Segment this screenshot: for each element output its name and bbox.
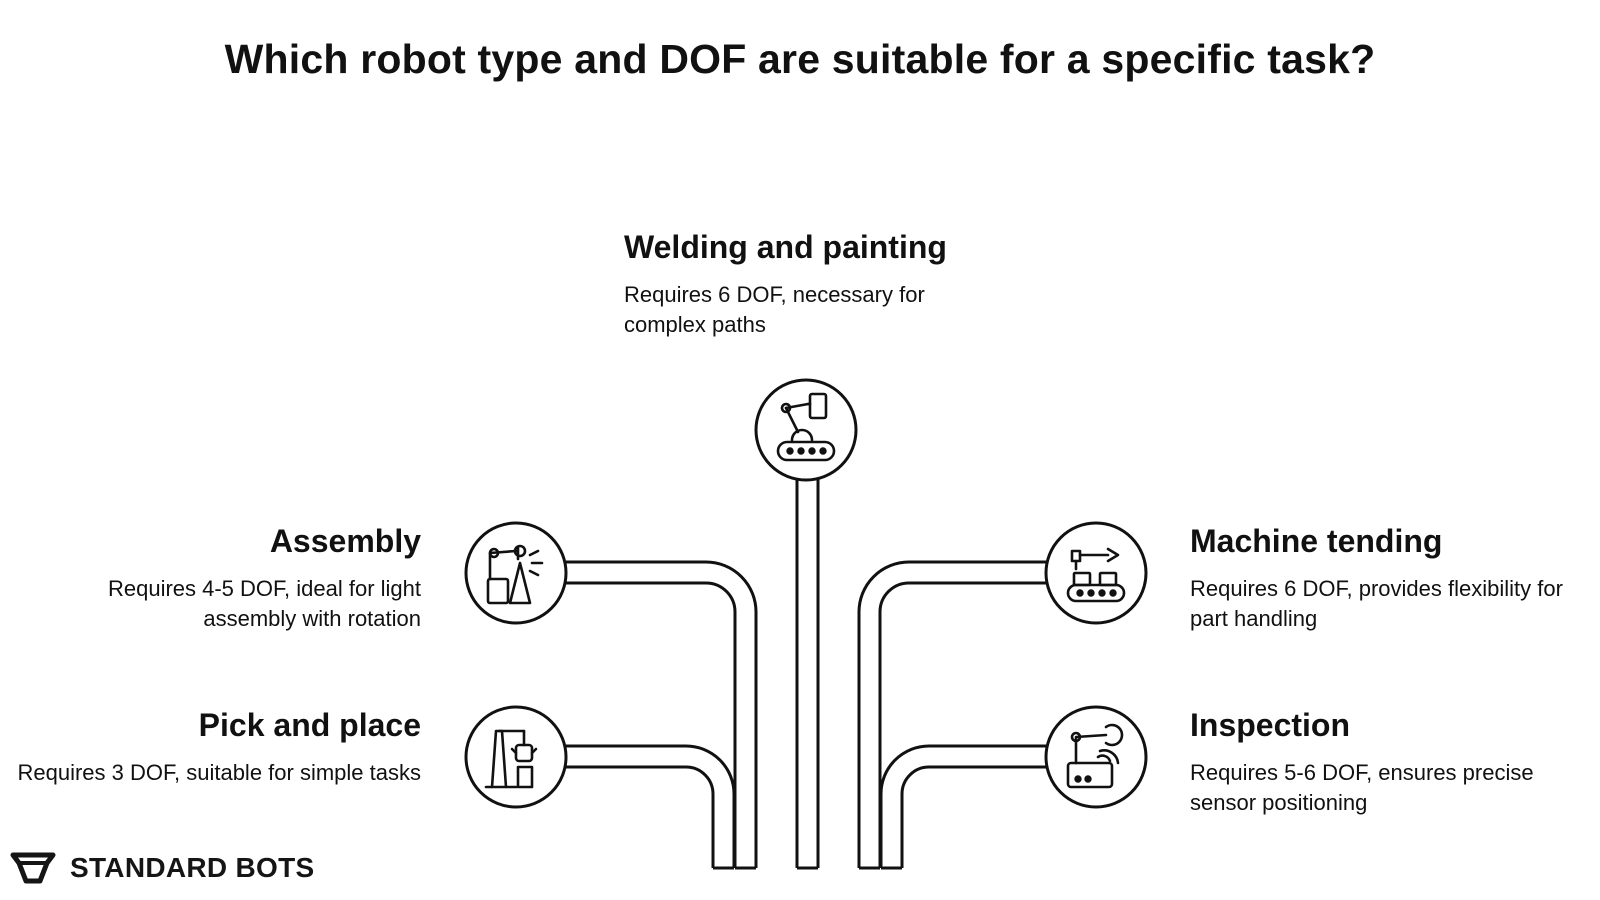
connector-inspection bbox=[879, 744, 1046, 870]
connector-pick-place bbox=[566, 744, 736, 870]
task-description: Requires 4-5 DOF, ideal for light assemb… bbox=[107, 576, 421, 631]
machine-tending-icon bbox=[1044, 521, 1148, 625]
task-heading: Assembly bbox=[269, 523, 421, 559]
task-assembly: Assembly Requires 4-5 DOF, ideal for lig… bbox=[40, 522, 421, 634]
task-description: Requires 6 DOF, necessary for complex pa… bbox=[624, 282, 925, 337]
task-welding-painting: Welding and painting Requires 6 DOF, nec… bbox=[624, 228, 1004, 340]
connector-machine-tending bbox=[857, 560, 1046, 870]
task-heading: Pick and place bbox=[198, 707, 421, 743]
task-machine-tending: Machine tending Requires 6 DOF, provides… bbox=[1190, 522, 1590, 634]
task-heading: Welding and painting bbox=[624, 229, 947, 265]
task-heading: Machine tending bbox=[1190, 523, 1443, 559]
pick-place-robot-icon bbox=[464, 705, 568, 809]
task-description: Requires 3 DOF, suitable for simple task… bbox=[17, 760, 422, 785]
brand-logo: STANDARD BOTS bbox=[10, 850, 314, 886]
welding-robot-icon bbox=[754, 378, 858, 482]
page-title: Which robot type and DOF are suitable fo… bbox=[224, 36, 1376, 82]
task-description: Requires 5-6 DOF, ensures precise sensor… bbox=[1190, 760, 1534, 815]
task-pick-place: Pick and place Requires 3 DOF, suitable … bbox=[10, 706, 422, 788]
standard-bots-logo-icon bbox=[10, 852, 56, 884]
connector-welding bbox=[795, 476, 820, 870]
inspection-robot-icon bbox=[1044, 705, 1148, 809]
assembly-robot-icon bbox=[464, 521, 568, 625]
task-inspection: Inspection Requires 5-6 DOF, ensures pre… bbox=[1190, 706, 1594, 818]
connector-assembly bbox=[566, 560, 758, 870]
task-description: Requires 6 DOF, provides flexibility for… bbox=[1190, 576, 1563, 631]
task-heading: Inspection bbox=[1190, 707, 1351, 743]
brand-name: STANDARD BOTS bbox=[70, 852, 315, 883]
